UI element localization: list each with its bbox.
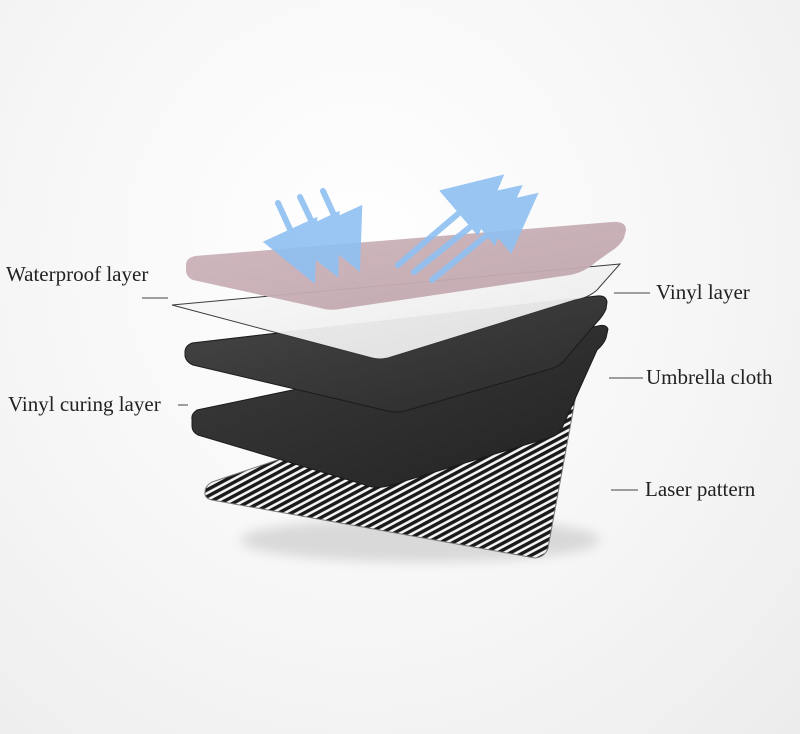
label-waterproof-layer: Waterproof layer xyxy=(6,262,149,286)
label-vinyl-layer: Vinyl layer xyxy=(656,280,750,304)
label-laser-pattern: Laser pattern xyxy=(645,477,756,501)
incoming-arrow-icon xyxy=(262,188,363,284)
label-umbrella-cloth: Umbrella cloth xyxy=(646,365,773,389)
reflected-arrow-icon xyxy=(395,174,539,283)
leader-lines xyxy=(142,292,650,491)
vinyl-layer xyxy=(171,263,622,360)
label-vinyl-curing-layer: Vinyl curing layer xyxy=(8,392,161,416)
